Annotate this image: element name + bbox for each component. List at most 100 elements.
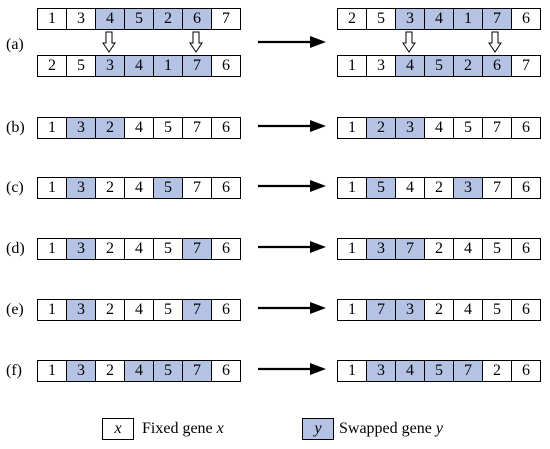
row-label: (a) — [6, 36, 24, 53]
fixed-gene-cell: 1 — [37, 117, 67, 139]
fixed-gene-cell: 1 — [37, 360, 67, 382]
fixed-gene-cell: 7 — [182, 177, 212, 199]
legend-swapped-label: Swapped gene y — [339, 419, 443, 439]
swapped-gene-cell: 6 — [182, 8, 212, 30]
swapped-gene-cell: 7 — [182, 55, 212, 77]
row-label: (e) — [6, 301, 24, 318]
swapped-gene-cell: 3 — [395, 299, 425, 321]
fixed-gene-cell: 7 — [211, 8, 241, 30]
row-label: (c) — [6, 179, 24, 196]
fixed-gene-cell: 7 — [482, 177, 512, 199]
fixed-gene-cell: 2 — [337, 8, 367, 30]
fixed-gene-cell: 5 — [153, 299, 183, 321]
fixed-gene-cell: 4 — [124, 177, 154, 199]
fixed-gene-cell: 4 — [124, 299, 154, 321]
fixed-gene-cell: 1 — [337, 177, 367, 199]
swapped-gene-cell: 4 — [424, 8, 454, 30]
fixed-gene-cell: 1 — [37, 177, 67, 199]
swapped-gene-cell: 3 — [395, 8, 425, 30]
swapped-gene-cell: 7 — [395, 238, 425, 260]
fixed-gene-cell: 5 — [66, 55, 96, 77]
swapped-gene-cell: 4 — [395, 360, 425, 382]
fixed-gene-cell: 4 — [124, 117, 154, 139]
fixed-gene-cell: 6 — [511, 8, 541, 30]
swapped-gene-cell: 4 — [395, 55, 425, 77]
fixed-gene-cell: 7 — [482, 117, 512, 139]
fixed-gene-cell: 6 — [211, 360, 241, 382]
swapped-gene-cell: 3 — [66, 117, 96, 139]
swapped-gene-cell: 7 — [482, 8, 512, 30]
fixed-gene-cell: 6 — [511, 117, 541, 139]
fixed-gene-cell: 3 — [66, 8, 96, 30]
fixed-gene-cell: 2 — [482, 360, 512, 382]
fixed-gene-cell: 5 — [366, 8, 396, 30]
legend-fixed-var: x — [216, 420, 224, 437]
swapped-gene-cell: 3 — [95, 55, 125, 77]
legend-fixed-text: Fixed gene — [142, 420, 217, 437]
fixed-gene-cell: 1 — [337, 299, 367, 321]
fixed-gene-cell: 2 — [424, 177, 454, 199]
right-arrow-icon — [258, 180, 326, 192]
fixed-gene-cell: 7 — [511, 55, 541, 77]
fixed-gene-cell: 6 — [511, 238, 541, 260]
swapped-gene-cell: 2 — [366, 117, 396, 139]
legend-fixed-swatch: x — [102, 418, 134, 440]
fixed-gene-cell: 6 — [511, 177, 541, 199]
swapped-gene-cell: 3 — [395, 117, 425, 139]
swapped-gene-cell: 2 — [153, 8, 183, 30]
swapped-gene-cell: 4 — [124, 360, 154, 382]
right-arrow-icon — [258, 363, 326, 375]
fixed-gene-cell: 1 — [337, 360, 367, 382]
down-arrow-icon — [102, 31, 116, 53]
down-arrow-icon — [189, 31, 203, 53]
row-label: (d) — [6, 240, 25, 257]
swapped-gene-cell: 7 — [182, 238, 212, 260]
swapped-gene-cell: 3 — [366, 238, 396, 260]
fixed-gene-cell: 1 — [37, 299, 67, 321]
fixed-gene-cell: 4 — [453, 238, 483, 260]
fixed-gene-cell: 6 — [211, 117, 241, 139]
swapped-gene-cell: 1 — [453, 8, 483, 30]
swapped-gene-cell: 4 — [124, 55, 154, 77]
fixed-gene-cell: 2 — [37, 55, 67, 77]
fixed-gene-cell: 7 — [182, 117, 212, 139]
fixed-gene-cell: 6 — [511, 360, 541, 382]
fixed-gene-cell: 6 — [511, 299, 541, 321]
fixed-gene-cell: 6 — [211, 55, 241, 77]
fixed-gene-cell: 1 — [37, 8, 67, 30]
fixed-gene-cell: 2 — [95, 238, 125, 260]
fixed-gene-cell: 2 — [424, 299, 454, 321]
swapped-gene-cell: 3 — [453, 177, 483, 199]
swapped-gene-cell: 3 — [66, 238, 96, 260]
swapped-gene-cell: 5 — [366, 177, 396, 199]
fixed-gene-cell: 5 — [153, 238, 183, 260]
fixed-gene-cell: 6 — [211, 238, 241, 260]
swapped-gene-cell: 5 — [424, 360, 454, 382]
swapped-gene-cell: 3 — [66, 299, 96, 321]
right-arrow-icon — [258, 241, 326, 253]
right-arrow-icon — [258, 302, 326, 314]
fixed-gene-cell: 3 — [366, 55, 396, 77]
fixed-gene-cell: 5 — [482, 238, 512, 260]
swapped-gene-cell: 6 — [482, 55, 512, 77]
fixed-gene-cell: 1 — [337, 238, 367, 260]
legend-swapped-swatch: y — [302, 418, 334, 440]
fixed-gene-cell: 5 — [453, 117, 483, 139]
fixed-gene-cell: 6 — [211, 299, 241, 321]
swapped-gene-cell: 2 — [95, 117, 125, 139]
swapped-gene-cell: 7 — [182, 299, 212, 321]
swapped-gene-cell: 4 — [95, 8, 125, 30]
swapped-gene-cell: 7 — [366, 299, 396, 321]
swapped-gene-cell: 3 — [66, 360, 96, 382]
